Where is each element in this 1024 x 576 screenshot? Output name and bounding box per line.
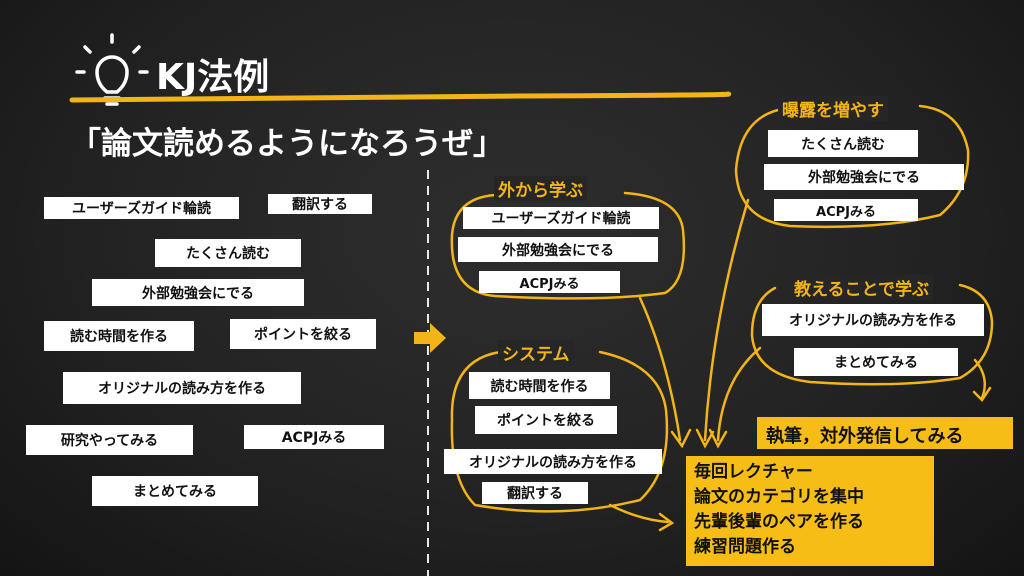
card-reading-time: 読む時間を作る [44, 321, 194, 351]
page-title: KJ法例 [156, 57, 270, 98]
action-item: 毎回レクチャー [694, 462, 813, 482]
outside-item: ユーザーズガイド輪読 [463, 207, 659, 229]
system-item: 翻訳する [482, 482, 588, 504]
teach-item: オリジナルの読み方を作る [762, 304, 984, 336]
exposure-item: たくさん読む [768, 130, 918, 157]
card-read-a-lot: たくさん読む [155, 239, 301, 267]
writing-outreach-box: 執筆，対外発信してみる [757, 417, 1013, 449]
page-subtitle: 「論文読めるようになろうぜ」 [70, 126, 504, 162]
card-translate: 翻訳する [268, 194, 372, 214]
exposure-item: ACPJみる [774, 199, 918, 221]
card-try-research: 研究やってみる [26, 425, 193, 455]
card-acpj: ACPJみる [244, 425, 384, 449]
exposure-item: 外部勉強会にでる [764, 164, 964, 190]
card-focus-points: ポイントを絞る [230, 319, 376, 349]
action-list-box: 毎回レクチャー 論文のカテゴリを集中 先輩後輩のペアを作る 練習問題作る [686, 456, 934, 566]
group-outline-exposure [734, 104, 970, 229]
card-external-study: 外部勉強会にでる [92, 279, 304, 306]
outside-item: 外部勉強会にでる [458, 237, 658, 262]
system-item: 読む時間を作る [469, 372, 610, 399]
card-users-guide: ユーザーズガイド輪読 [44, 197, 239, 219]
card-original-method: オリジナルの読み方を作る [63, 372, 301, 404]
group-label-teach: 教えることで学ぶ [790, 275, 933, 300]
lightbulb-icon [75, 33, 149, 106]
title-underline [69, 91, 732, 103]
right-arrow-icon [414, 323, 446, 353]
group-outline-teach [750, 283, 994, 386]
outside-item: ACPJみる [479, 271, 620, 293]
system-item: ポイントを絞る [475, 406, 617, 434]
teach-item: まとめてみる [794, 348, 958, 376]
action-item: 論文のカテゴリを集中 [694, 487, 864, 507]
system-item: オリジナルの読み方を作る [444, 449, 662, 474]
group-label-exposure: 曝露を増やす [778, 96, 888, 121]
group-label-outside: 外から学ぶ [494, 176, 587, 201]
card-summarize: まとめてみる [92, 476, 258, 506]
group-outline-system [450, 350, 669, 513]
action-item: 先輩後輩のペアを作る [694, 512, 864, 532]
group-label-system: システム [498, 340, 574, 365]
action-item: 練習問題作る [694, 537, 796, 557]
group-outline-outside [450, 191, 686, 300]
